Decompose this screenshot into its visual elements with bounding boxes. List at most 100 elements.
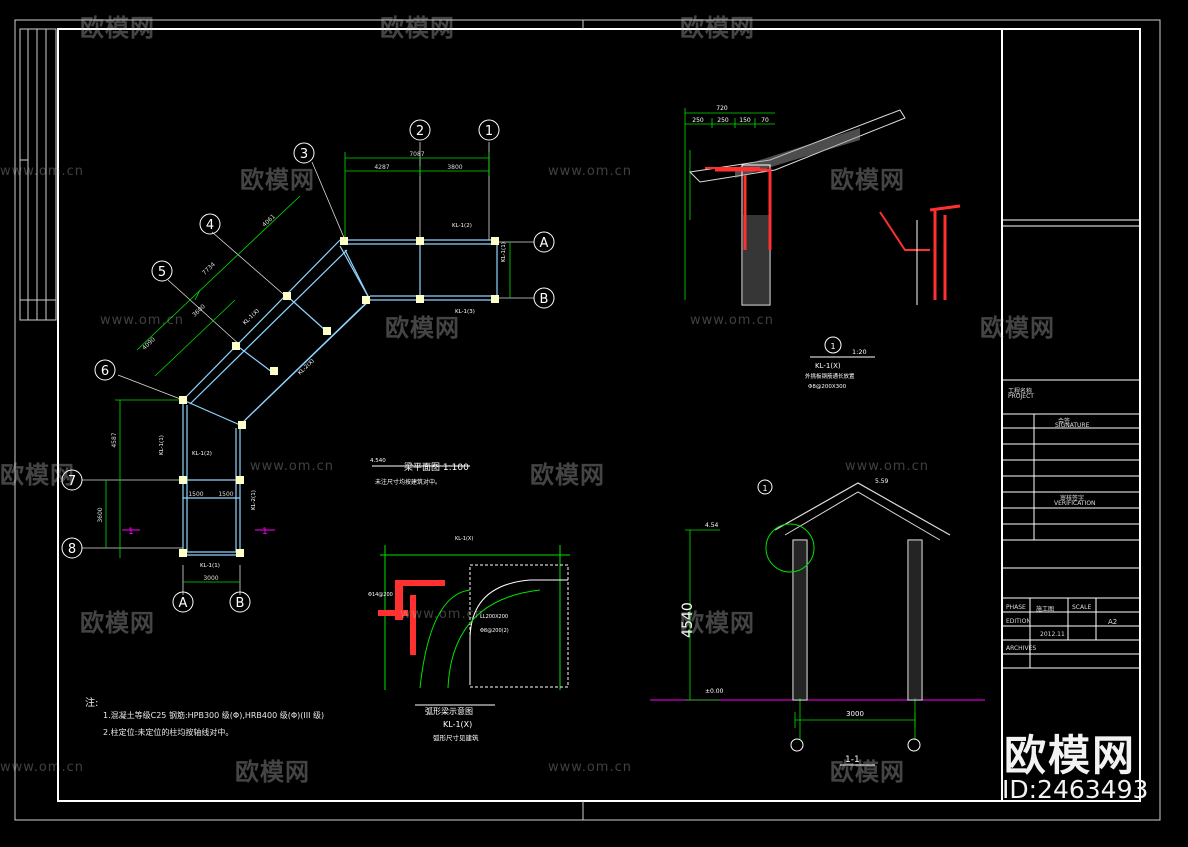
tb-verification: 审核签字 [1060, 495, 1085, 502]
brand-stamp: 欧模网 [1004, 731, 1137, 780]
detail-1-scale: 1:20 [852, 348, 867, 356]
watermark: 欧模网 [530, 461, 605, 489]
svg-text:1: 1 [762, 484, 767, 493]
svg-text:KL-1(X): KL-1(X) [455, 536, 473, 542]
notes-heading: 注: [85, 698, 99, 709]
sec-dim-150: 150 [739, 117, 751, 124]
tb-edition: EDITION [1006, 618, 1031, 625]
tb-signature: 会签 [1058, 418, 1071, 425]
watermark-url: www.om.cn [0, 164, 84, 179]
sec-dim-250b: 250 [717, 117, 729, 124]
grid-label-1: 1 [485, 124, 493, 139]
grid-label-a-right: A [540, 236, 549, 251]
plan-elevation: 4.540 [370, 458, 386, 464]
watermark: 欧模网 [830, 166, 905, 194]
section-ground: ±0.00 [705, 688, 724, 695]
note-1: 1.混凝土等级C25 钢筋:HPB300 级(Φ),HRB400 级(Φ)(II… [103, 711, 325, 720]
tb-date: 2012.11 [1040, 631, 1065, 638]
binding-strip [19, 28, 57, 321]
sec-dim-70: 70 [761, 117, 769, 124]
tb-archives: ARCHIVES [1006, 645, 1037, 652]
arch-label: KL-1(X) [443, 720, 472, 729]
tb-verification-en: VERIFICATION [1054, 500, 1096, 507]
grid-label-8: 8 [68, 542, 76, 557]
watermark: 欧模网 [240, 166, 315, 194]
tb-project-en: PROJECT [1008, 393, 1034, 400]
grid-label-3: 3 [300, 147, 308, 162]
title-block [1001, 29, 1140, 801]
watermark-url: www.om.cn [548, 164, 632, 179]
watermark-url: www.om.cn [100, 313, 184, 328]
grid-label-7: 7 [68, 474, 76, 489]
dim-bottom: 3000 [203, 575, 218, 582]
svg-text:1: 1 [830, 342, 835, 351]
watermark-url: www.om.cn [0, 760, 84, 775]
grid-label-4: 4 [206, 218, 214, 233]
watermark-url: www.om.cn [548, 760, 632, 775]
beam-label-kl9: KL-1(1) [200, 563, 220, 569]
arch-beam-sketch: KL-1(X) LL200X200 Φ8@200(2) Φ14@200 弧形梁示… [368, 536, 570, 742]
watermark: 欧模网 [0, 461, 75, 489]
beam-label-kl2: KL-1(1) [501, 242, 507, 262]
beam-label-kl4: KL-1(1) [159, 435, 165, 455]
section-ridge: 5.59 [875, 478, 889, 485]
watermark: 欧模网 [80, 14, 155, 42]
watermark: 欧模网 [980, 314, 1055, 342]
inner-border [57, 28, 1141, 802]
dim-diag-outer: 7734 [201, 261, 217, 277]
dim-top-left: 4287 [374, 164, 389, 171]
detail-1-note-1: 外挑板钢筋通长放置 [805, 372, 855, 380]
tb-phase: PHASE [1006, 604, 1026, 611]
watermark: 欧模网 [80, 609, 155, 637]
watermark: 欧模网 [680, 14, 755, 42]
beam-label-kl6: KL-2(1) [251, 490, 257, 510]
dim-diag-mid: 3600 [191, 303, 207, 319]
plan-subtitle: 未注尺寸均按建筑对中。 [375, 478, 441, 486]
note-2: 2.柱定位:未定位的柱均按轴线对中。 [103, 728, 234, 737]
beam-label-kl1: KL-1(2) [452, 223, 472, 229]
watermark: 欧模网 [680, 609, 755, 637]
dim-left-lower: 3600 [97, 507, 104, 522]
detail-section-1: 720 250 250 150 70 1 1:20 KL-1(X) 外挑板钢筋通… [684, 105, 961, 390]
dim-span-1: 1500 [188, 491, 203, 498]
tb-scale: SCALE [1072, 604, 1092, 611]
detail-1-label: KL-1(X) [815, 362, 841, 370]
tb-scale-val: A2 [1108, 618, 1118, 626]
sec-dim-250a: 250 [692, 117, 704, 124]
svg-text:Φ8@200(2): Φ8@200(2) [480, 628, 509, 634]
watermark-url: www.om.cn [250, 459, 334, 474]
watermark-url: www.om.cn [400, 607, 484, 622]
model-id: ID:2463493 [1002, 775, 1149, 804]
svg-text:1: 1 [128, 527, 134, 537]
dim-diag-a: 4061 [261, 213, 277, 229]
beam-plan: 1 2 3 4 5 6 7 8 A B A B 7087 4287 3800 3… [61, 119, 555, 613]
plan-title: 梁平面图 1:100 [404, 461, 469, 473]
grid-label-b: B [236, 596, 245, 611]
watermark: 欧模网 [830, 758, 905, 786]
outer-border [14, 19, 1161, 821]
section-width: 3000 [846, 710, 864, 718]
sec-dim-720: 720 [716, 105, 728, 112]
watermark: 欧模网 [235, 758, 310, 786]
arch-subtitle: 弧形尺寸见建筑 [433, 733, 479, 742]
grid-label-6: 6 [101, 364, 109, 379]
dim-top-total: 7087 [409, 151, 424, 158]
detail-1-note-2: Φ8@200X300 [808, 384, 847, 390]
arch-title: 弧形梁示意图 [425, 706, 473, 716]
tb-signature-en: SIGNATURE [1055, 422, 1090, 429]
watermark: 欧模网 [385, 314, 460, 342]
svg-text:LL200X200: LL200X200 [480, 614, 508, 620]
watermark-url: www.om.cn [690, 313, 774, 328]
grid-label-2: 2 [416, 124, 424, 139]
grid-label-a: A [179, 596, 188, 611]
dim-left-upper: 4587 [111, 432, 118, 447]
svg-text:1: 1 [262, 527, 268, 537]
tb-phase-val: 施工图 [1036, 606, 1055, 613]
dim-diag-b: 4090 [141, 336, 157, 352]
section-1-1: 1 4540 3000 ±0.00 4.54 5.59 1-1 [650, 478, 985, 766]
beam-label-kl5: KL-1(2) [192, 451, 212, 457]
grid-label-b-right: B [540, 292, 549, 307]
section-label: 1-1 [845, 755, 860, 765]
